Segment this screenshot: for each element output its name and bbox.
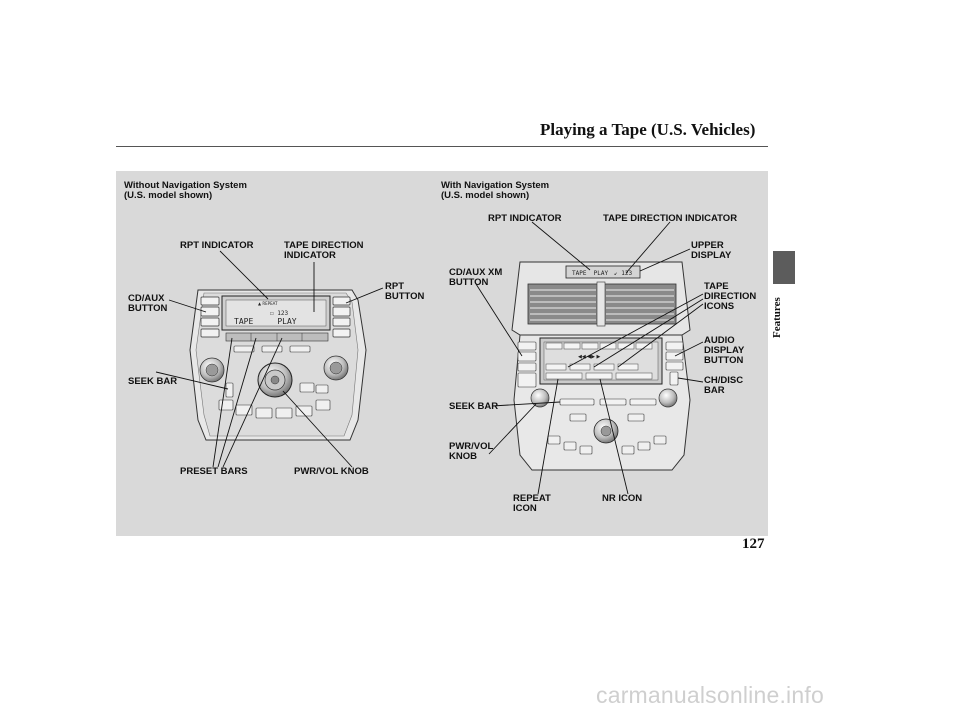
left-side-buttons <box>200 296 220 338</box>
audio-display-button-label: AUDIO DISPLAY BUTTON <box>704 335 745 366</box>
left-preset-bars-label: PRESET BARS <box>180 466 248 477</box>
left-seek-bar-label: SEEK BAR <box>128 376 178 387</box>
right-seek-bar-label: SEEK BAR <box>449 401 499 412</box>
ch-disc-bar <box>669 371 679 386</box>
svg-text:▲ REPEAT: ▲ REPEAT <box>258 301 278 306</box>
watermark: carmanualsonline.info <box>596 682 824 708</box>
svg-text:☐ 123: ☐ 123 <box>270 310 288 317</box>
left-cd-aux-button-label: CD/AUX BUTTON <box>128 293 168 314</box>
page-number: 127 <box>742 536 765 552</box>
left-seek-bar <box>225 382 234 398</box>
ch-disc-bar-label: CH/DISC BAR <box>704 375 744 396</box>
left-tape-direction-indicator-label: TAPE DIRECTION INDICATOR <box>284 240 364 261</box>
repeat-icon <box>545 372 583 380</box>
right-rpt-indicator-label: RPT INDICATOR <box>488 213 562 224</box>
right-pwr-vol-knob <box>530 388 550 408</box>
right-tape-direction-indicator-label: TAPE DIRECTION INDICATOR <box>603 213 738 224</box>
right-panel-heading: With Navigation System (U.S. model shown… <box>441 180 550 201</box>
title-rule <box>116 146 768 147</box>
cd-aux-button <box>200 306 220 317</box>
rpt-button <box>332 296 351 306</box>
right-seek-bar <box>559 398 595 406</box>
section-tab-marker <box>773 251 795 284</box>
svg-text:◀◀ ◀▶ ▶: ◀◀ ◀▶ ▶ <box>578 354 601 360</box>
right-upper-display-text: TAPE PLAY <box>572 270 609 277</box>
nr-icon <box>585 372 613 380</box>
tape-direction-icons-label: TAPE DIRECTION ICONS <box>704 281 757 312</box>
right-audio-unit: TAPE PLAY ↙ 123 <box>511 261 691 471</box>
leader-lines <box>155 221 704 495</box>
right-side-buttons <box>332 296 351 338</box>
nr-icon-label: NR ICON <box>602 493 643 504</box>
repeat-icon-label: REPEAT ICON <box>513 493 551 514</box>
cd-aux-xm-button-label: CD/AUX XM BUTTON <box>449 267 503 288</box>
left-audio-unit: ▲ REPEAT ☐ 123 TAPE PLAY <box>189 289 367 441</box>
cd-aux-xm-button <box>517 351 537 362</box>
upper-display-label: UPPER DISPLAY <box>691 240 732 261</box>
left-display-text: TAPE PLAY <box>234 317 297 326</box>
left-rpt-indicator-label: RPT INDICATOR <box>180 240 254 251</box>
upper-display <box>565 265 641 279</box>
rew-icon <box>545 363 567 371</box>
right-pwr-vol-knob-label: PWR/VOL KNOB <box>449 441 494 462</box>
page-title: Playing a Tape (U.S. Vehicles) <box>540 120 756 139</box>
left-pwr-vol-knob-label: PWR/VOL KNOB <box>294 466 369 477</box>
left-rpt-button-label: RPT BUTTON <box>385 281 425 302</box>
svg-text:↙ 123: ↙ 123 <box>614 270 632 277</box>
left-panel-heading: Without Navigation System (U.S. model sh… <box>124 180 247 201</box>
